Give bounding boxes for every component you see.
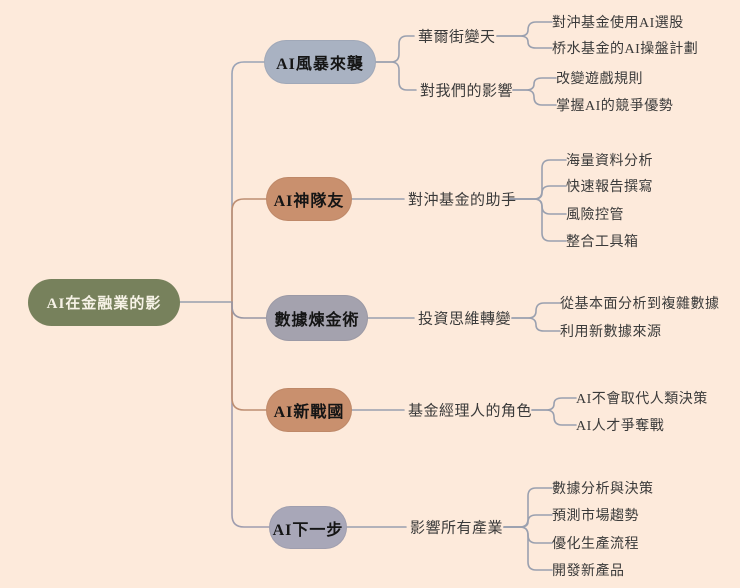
- leaf-label[interactable]: 風險控管: [566, 208, 624, 223]
- connector-branch-3: [231, 301, 267, 319]
- connector-leaf: [531, 409, 577, 426]
- connector-leaf: [512, 77, 557, 91]
- leaf-label[interactable]: 整合工具箱: [566, 235, 639, 250]
- connector-branch-4: [231, 301, 267, 411]
- connector-leaf: [509, 159, 567, 200]
- branch-topic-data-alchemy[interactable]: 數據煉金術: [266, 295, 368, 341]
- connector-leaf: [509, 198, 567, 215]
- leaf-label[interactable]: 數據分析與決策: [552, 482, 654, 497]
- connector-sub: [375, 35, 415, 63]
- connector-leaf: [531, 397, 577, 411]
- leaf-label[interactable]: 預測市場趨勢: [552, 509, 639, 524]
- connector-leaf: [512, 89, 557, 106]
- leaf-label[interactable]: 快速報告撰寫: [566, 180, 653, 195]
- subtopic-label[interactable]: 華爾街變天: [418, 29, 496, 46]
- branch-topic-ai-warring-states[interactable]: AI新戰國: [266, 388, 352, 432]
- connector-leaf: [496, 35, 553, 49]
- connector-leaf: [503, 526, 553, 571]
- subtopic-label[interactable]: 對沖基金的助手: [408, 192, 517, 209]
- connector-leaf: [511, 317, 561, 332]
- branch-topic-ai-storm[interactable]: AI風暴來襲: [264, 40, 376, 84]
- leaf-label[interactable]: AI人才爭奪戰: [576, 419, 665, 434]
- leaf-label[interactable]: 利用新數據來源: [560, 325, 662, 340]
- connector-leaf: [496, 21, 553, 37]
- leaf-label[interactable]: 開發新產品: [552, 564, 625, 579]
- subtopic-label[interactable]: 投資思維轉變: [418, 311, 512, 328]
- connector-leaf: [509, 198, 567, 242]
- leaf-label[interactable]: 改變遊戲規則: [556, 72, 643, 87]
- subtopic-label[interactable]: 影響所有產業: [410, 520, 504, 537]
- leaf-label[interactable]: 掌握AI的競爭優勢: [556, 99, 674, 114]
- leaf-label[interactable]: 桥水基金的AI操盤計劃: [552, 42, 699, 57]
- connector-branch-2: [231, 198, 267, 303]
- leaf-label[interactable]: AI不會取代人類決策: [576, 392, 708, 407]
- leaf-label[interactable]: 對沖基金使用AI選股: [552, 16, 684, 31]
- subtopic-label[interactable]: 基金經理人的角色: [408, 403, 533, 420]
- subtopic-label[interactable]: 對我們的影響: [420, 83, 514, 100]
- connector-leaf: [511, 302, 561, 319]
- leaf-label[interactable]: 優化生產流程: [552, 537, 639, 552]
- leaf-label[interactable]: 海量資料分析: [566, 154, 653, 169]
- connector-branch-5: [231, 301, 270, 528]
- root-topic[interactable]: AI在金融業的影: [28, 279, 180, 326]
- branch-topic-ai-next-step[interactable]: AI下一步: [269, 506, 347, 549]
- connector-leaf: [509, 185, 567, 200]
- connector-branch-1: [231, 61, 265, 303]
- connector-sub: [375, 61, 417, 91]
- branch-topic-ai-teammate[interactable]: AI神隊友: [266, 177, 352, 221]
- leaf-label[interactable]: 從基本面分析到複雜數據: [560, 297, 720, 312]
